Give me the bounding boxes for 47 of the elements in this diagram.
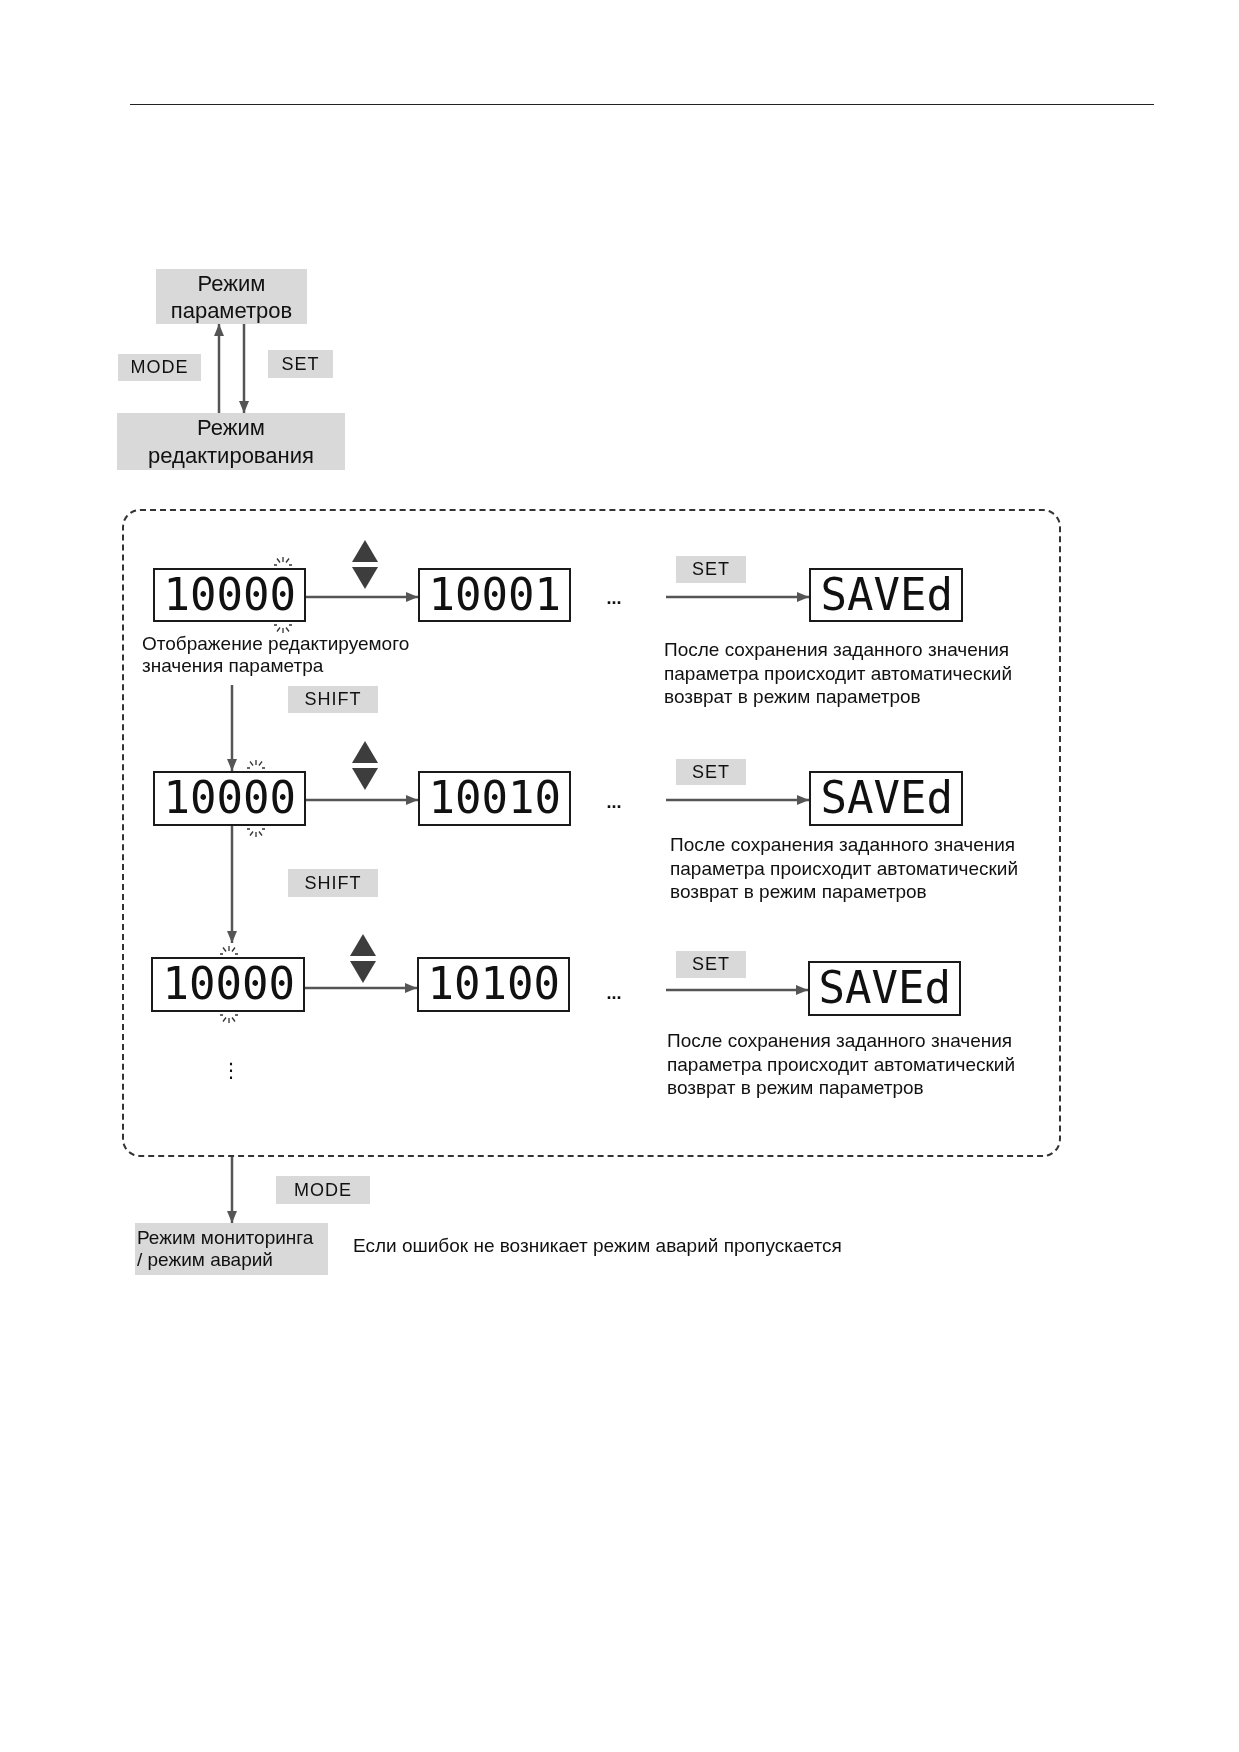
display-readout: 10001 — [428, 570, 561, 620]
display-readout: 10010 — [428, 773, 561, 823]
arrow — [227, 1157, 237, 1223]
display-caption: Отображение редактируемого значения параметра — [142, 633, 411, 677]
ellipsis: ... — [606, 589, 622, 607]
mode-box — [117, 413, 345, 470]
display-readout: 10100 — [427, 959, 560, 1009]
ellipsis: ... — [606, 793, 622, 811]
edge-label: MODE — [276, 1176, 370, 1204]
ellipsis: ... — [606, 984, 622, 1002]
arrow — [214, 324, 224, 413]
display-caption: После сохранения заданного значения параметра происходит автоматический возврат в режим параметров — [670, 833, 1020, 904]
arrow — [305, 934, 417, 993]
display-caption: После сохранения заданного значения параметра происходит автоматический возврат в режим параметров — [664, 638, 1014, 709]
arrow — [227, 685, 237, 771]
edge-label: SET — [676, 556, 746, 583]
edge-label: SET — [268, 350, 333, 378]
lcd-display — [151, 957, 305, 1012]
display-readout: 10000 — [162, 959, 295, 1009]
arrow — [306, 540, 418, 602]
display-readout: 10000 — [163, 570, 296, 620]
arrow — [666, 985, 808, 995]
edge-label: SHIFT — [288, 686, 378, 713]
note-text: Если ошибок не возникает режим аварий пропускается — [353, 1235, 843, 1257]
mode-title: Режим редактирования — [147, 413, 315, 470]
edge-label: MODE — [118, 354, 201, 381]
edge-label: SET — [676, 759, 746, 785]
lcd-display — [417, 957, 570, 1012]
display-readout: SAVEd — [820, 570, 953, 620]
edge-label: SHIFT — [288, 869, 378, 897]
mode-box — [156, 269, 307, 324]
display-readout: SAVEd — [820, 773, 953, 823]
edge-label: SET — [676, 951, 746, 978]
arrow — [306, 741, 418, 805]
arrow — [239, 324, 249, 413]
lcd-display — [418, 771, 571, 826]
display-caption: После сохранения заданного значения параметра происходит автоматический возврат в режим параметров — [667, 1029, 1017, 1100]
display-readout: SAVEd — [818, 963, 951, 1013]
lcd-display — [153, 771, 306, 826]
arrow — [227, 826, 237, 943]
arrow — [666, 795, 809, 805]
lcd-display — [418, 568, 571, 622]
mode-title: Режим мониторинга / режим аварий — [137, 1227, 315, 1271]
arrow — [666, 592, 809, 602]
mode-title: Режим параметров — [169, 269, 294, 324]
display-readout: 10000 — [163, 773, 296, 823]
vertical-ellipsis: ⋮ — [221, 1060, 241, 1080]
